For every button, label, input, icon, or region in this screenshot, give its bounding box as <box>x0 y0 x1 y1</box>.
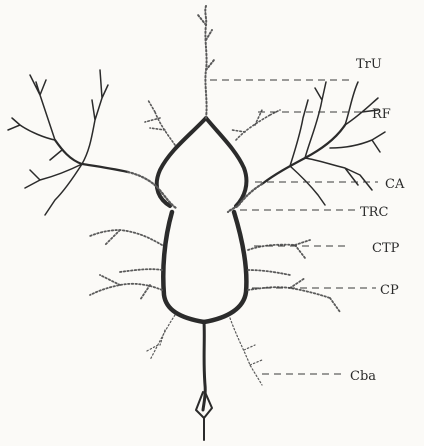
label-ca: CA <box>385 177 405 192</box>
lower-lobe-left-vessel <box>163 212 204 322</box>
label-rf: RF <box>372 107 391 122</box>
right-arbor-branches <box>290 82 385 205</box>
label-ctp: CTP <box>372 241 400 256</box>
left-arbor-connector <box>128 172 176 208</box>
lower-right-faint-branches <box>230 318 262 385</box>
right-arbor-trunk <box>262 125 345 184</box>
lower-lobe-right-vessel <box>204 212 246 322</box>
lower-left-dotted-branches <box>90 230 162 300</box>
upper-right-dotted-branches <box>232 110 280 140</box>
upper-left-dotted-branches <box>145 100 175 145</box>
label-tru: TrU <box>356 57 382 72</box>
basilar-trunk <box>203 322 205 410</box>
label-cba: Cba <box>350 369 376 384</box>
upper-dotted-vessel <box>198 6 214 118</box>
upper-lobe-left-vessel <box>157 118 206 206</box>
lower-left-faint-branches <box>145 315 175 360</box>
label-cp: CP <box>380 283 399 298</box>
left-arbor-trunk <box>55 140 128 172</box>
label-trc: TRC <box>360 205 388 220</box>
lower-right-dotted-branches <box>248 240 340 312</box>
